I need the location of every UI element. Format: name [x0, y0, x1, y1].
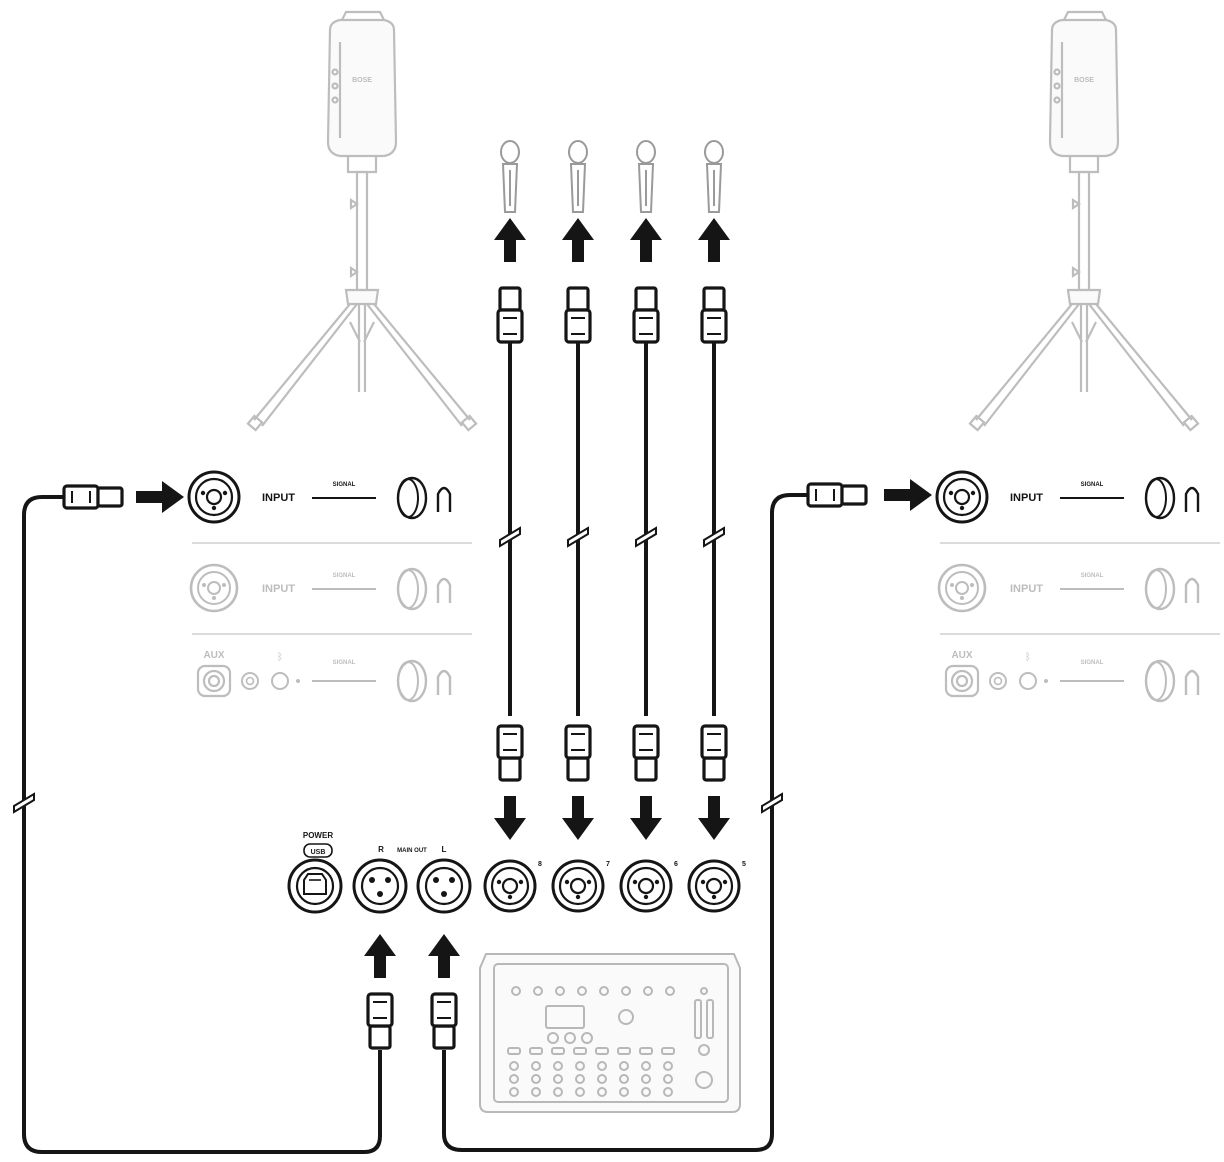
volume-knob-icon [396, 659, 452, 703]
signal-label: SIGNAL [333, 660, 356, 666]
volume-knob-icon [1144, 567, 1200, 611]
input-jack-icon [189, 563, 239, 613]
power-label: POWER [303, 831, 333, 840]
channel-number: 5 [742, 861, 746, 868]
xlr-plug [700, 724, 728, 782]
input-jack-icon [937, 563, 987, 613]
channel-input-jack-icon [483, 859, 537, 913]
speaker-cables [13, 479, 932, 1154]
microphone-icon [636, 140, 656, 213]
bluetooth-icon: ᛒ [277, 652, 283, 663]
input-label: INPUT [1010, 492, 1043, 504]
channel-input-jack-icon [619, 859, 673, 913]
main-out-r-label: R [378, 845, 384, 854]
volume-knob-icon [1144, 659, 1200, 703]
microphone-icon [500, 140, 520, 213]
input-label: INPUT [262, 583, 295, 595]
volume-knob-icon [396, 567, 452, 611]
aux-jack-icon [196, 664, 232, 698]
main-out-r-jack-icon [352, 858, 408, 914]
signal-label: SIGNAL [1081, 660, 1104, 666]
xlr-plug [496, 724, 524, 782]
microphone-cables [494, 218, 730, 840]
input-jack-icon [187, 470, 241, 524]
volume-knob-icon [1144, 476, 1200, 520]
arrow-right-icon [884, 479, 932, 511]
arrow-up-icon [562, 218, 594, 262]
signal-label: SIGNAL [1081, 573, 1104, 579]
power-port-icon [287, 858, 343, 914]
arrow-down-icon [698, 796, 730, 840]
channel-input-jack-icon [551, 859, 605, 913]
arrow-up-icon [494, 218, 526, 262]
left-speaker-on-stand [246, 10, 478, 432]
xlr-plug [62, 484, 124, 510]
usb-label: USB [311, 849, 326, 856]
bluetooth-button [271, 672, 289, 690]
main-out-l-label: L [442, 845, 447, 854]
bluetooth-button [1019, 672, 1037, 690]
arrow-up-icon [698, 218, 730, 262]
signal-label: SIGNAL [333, 482, 356, 488]
microphone-icon [704, 140, 724, 213]
arrow-down-icon [562, 796, 594, 840]
xlr-plug [496, 286, 524, 344]
arrow-right-icon [136, 481, 184, 513]
mixer-rear-panel: POWER USB R MAIN OUT L 8 [287, 831, 746, 914]
input-label: INPUT [1010, 583, 1043, 595]
aux-label: AUX [951, 650, 972, 661]
left-speaker-input-panel: INPUT SIGNAL INPUT SIGNAL AUX ᛒ SIGNAL [187, 470, 472, 703]
left-speaker-brand: BOSE [352, 77, 372, 84]
xlr-plug [564, 724, 592, 782]
right-speaker-on-stand [968, 10, 1200, 432]
aux-jack-icon [944, 664, 980, 698]
channel-number: 6 [674, 861, 678, 868]
xlr-plug [632, 286, 660, 344]
arrow-up-icon [364, 934, 396, 978]
volume-knob-icon [396, 476, 452, 520]
xlr-plug [700, 286, 728, 344]
channel-number: 8 [538, 861, 542, 868]
arrow-up-icon [428, 934, 460, 978]
right-speaker-input-panel: INPUT SIGNAL INPUT SIGNAL AUX ᛒ SIGNAL [935, 470, 1220, 703]
arrow-down-icon [630, 796, 662, 840]
main-out-l-jack-icon [416, 858, 472, 914]
channel-number: 7 [606, 861, 610, 868]
input-label: INPUT [262, 492, 295, 504]
signal-label: SIGNAL [1081, 482, 1104, 488]
xlr-plug [430, 992, 458, 1050]
xlr-plug [806, 482, 868, 508]
xlr-plug [632, 724, 660, 782]
xlr-plug [366, 992, 394, 1050]
signal-label: SIGNAL [333, 573, 356, 579]
microphone-icon [568, 140, 588, 213]
channel-input-jack-icon [687, 859, 741, 913]
input-jack-icon [935, 470, 989, 524]
mixer-console-illustration [479, 953, 741, 1113]
xlr-plug [564, 286, 592, 344]
main-out-label: MAIN OUT [397, 848, 427, 854]
arrow-up-icon [630, 218, 662, 262]
arrow-down-icon [494, 796, 526, 840]
right-speaker-brand: BOSE [1074, 77, 1094, 84]
bluetooth-icon: ᛒ [1025, 652, 1031, 663]
aux-label: AUX [203, 650, 224, 661]
